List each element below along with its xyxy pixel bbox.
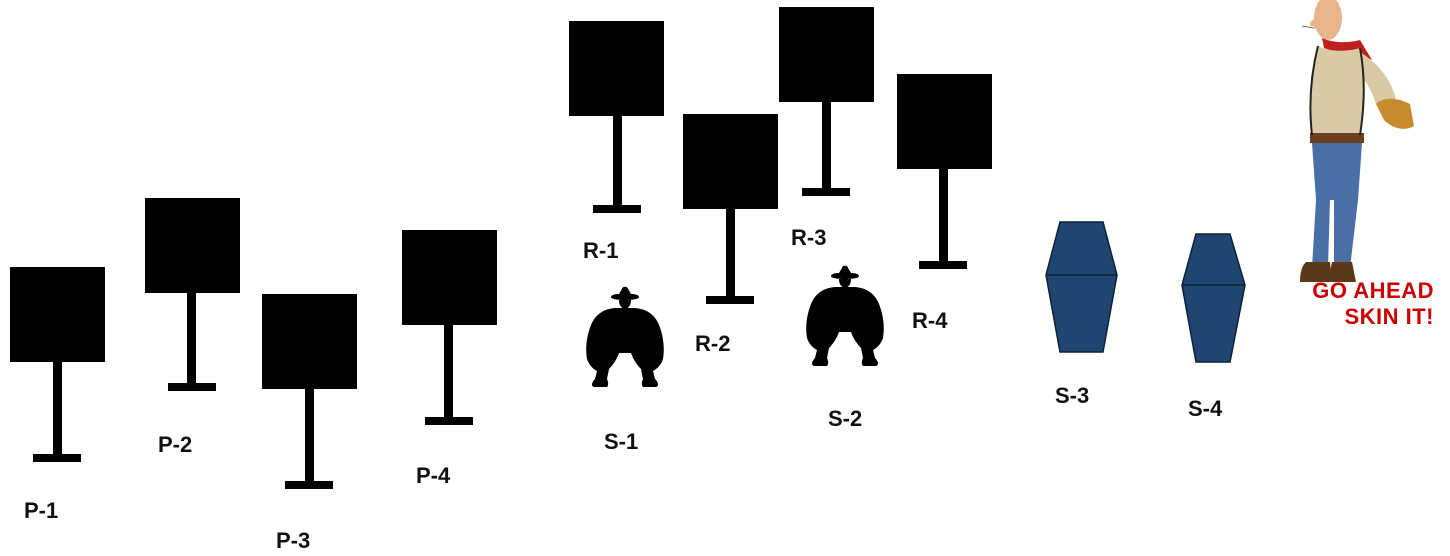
shotgun-target-s3-coffin-knockdown-icon bbox=[1045, 221, 1118, 353]
cowboy-mascot-icon bbox=[1300, 0, 1414, 282]
target-base bbox=[33, 454, 81, 462]
pistol-target-p4 bbox=[402, 230, 497, 425]
target-plate bbox=[402, 230, 497, 325]
target-post bbox=[613, 116, 622, 210]
pistol-target-p3 bbox=[262, 294, 357, 489]
pistol-target-p2-label: P-2 bbox=[158, 432, 193, 457]
rifle-target-r2-label: R-2 bbox=[695, 331, 731, 356]
target-post bbox=[726, 209, 735, 300]
shotgun-target-s3-label: S-3 bbox=[1055, 383, 1090, 408]
shotgun-target-s4-label: S-4 bbox=[1188, 396, 1223, 421]
target-base bbox=[802, 188, 850, 196]
target-plate bbox=[262, 294, 357, 389]
shotgun-target-s1-cowboy-silhouette-icon bbox=[586, 286, 664, 387]
target-base bbox=[593, 205, 641, 213]
shotgun-target-s4-coffin-knockdown-icon bbox=[1181, 233, 1246, 363]
target-post bbox=[305, 389, 314, 485]
rifle-target-r4 bbox=[897, 74, 992, 269]
target-post bbox=[53, 362, 62, 458]
pistol-target-p3-label: P-3 bbox=[276, 528, 311, 553]
target-post bbox=[822, 102, 831, 192]
target-base bbox=[168, 383, 216, 391]
pistol-target-p2 bbox=[145, 198, 240, 391]
target-post bbox=[444, 325, 453, 421]
target-base bbox=[285, 481, 333, 489]
target-post bbox=[187, 293, 196, 386]
rifle-target-r4-label: R-4 bbox=[912, 308, 948, 333]
shotgun-target-s1-label: S-1 bbox=[604, 429, 639, 454]
target-post bbox=[939, 169, 948, 263]
tagline-line-1: GO AHEAD bbox=[1312, 278, 1434, 303]
rifle-target-r1 bbox=[569, 21, 664, 213]
target-plate bbox=[897, 74, 992, 169]
target-plate bbox=[145, 198, 240, 293]
target-base bbox=[919, 261, 967, 269]
rifle-target-r2 bbox=[683, 114, 778, 304]
target-plate bbox=[683, 114, 778, 209]
pistol-target-p4-label: P-4 bbox=[416, 463, 451, 488]
target-base bbox=[706, 296, 754, 304]
target-plate bbox=[569, 21, 664, 116]
target-plate bbox=[779, 7, 874, 102]
tagline-line-2: SKIN IT! bbox=[1344, 304, 1434, 330]
target-base bbox=[425, 417, 473, 425]
target-plate bbox=[10, 267, 105, 362]
shotgun-target-s2-label: S-2 bbox=[828, 406, 863, 431]
tagline: GO AHEAD SKIN IT! bbox=[1270, 278, 1434, 331]
rifle-target-r3-label: R-3 bbox=[791, 225, 827, 250]
shotgun-target-s2-cowboy-silhouette-icon bbox=[806, 265, 884, 366]
pistol-target-p1 bbox=[10, 267, 105, 462]
rifle-target-r3 bbox=[779, 7, 874, 196]
pistol-target-p1-label: P-1 bbox=[24, 498, 59, 523]
rifle-target-r1-label: R-1 bbox=[583, 238, 619, 263]
